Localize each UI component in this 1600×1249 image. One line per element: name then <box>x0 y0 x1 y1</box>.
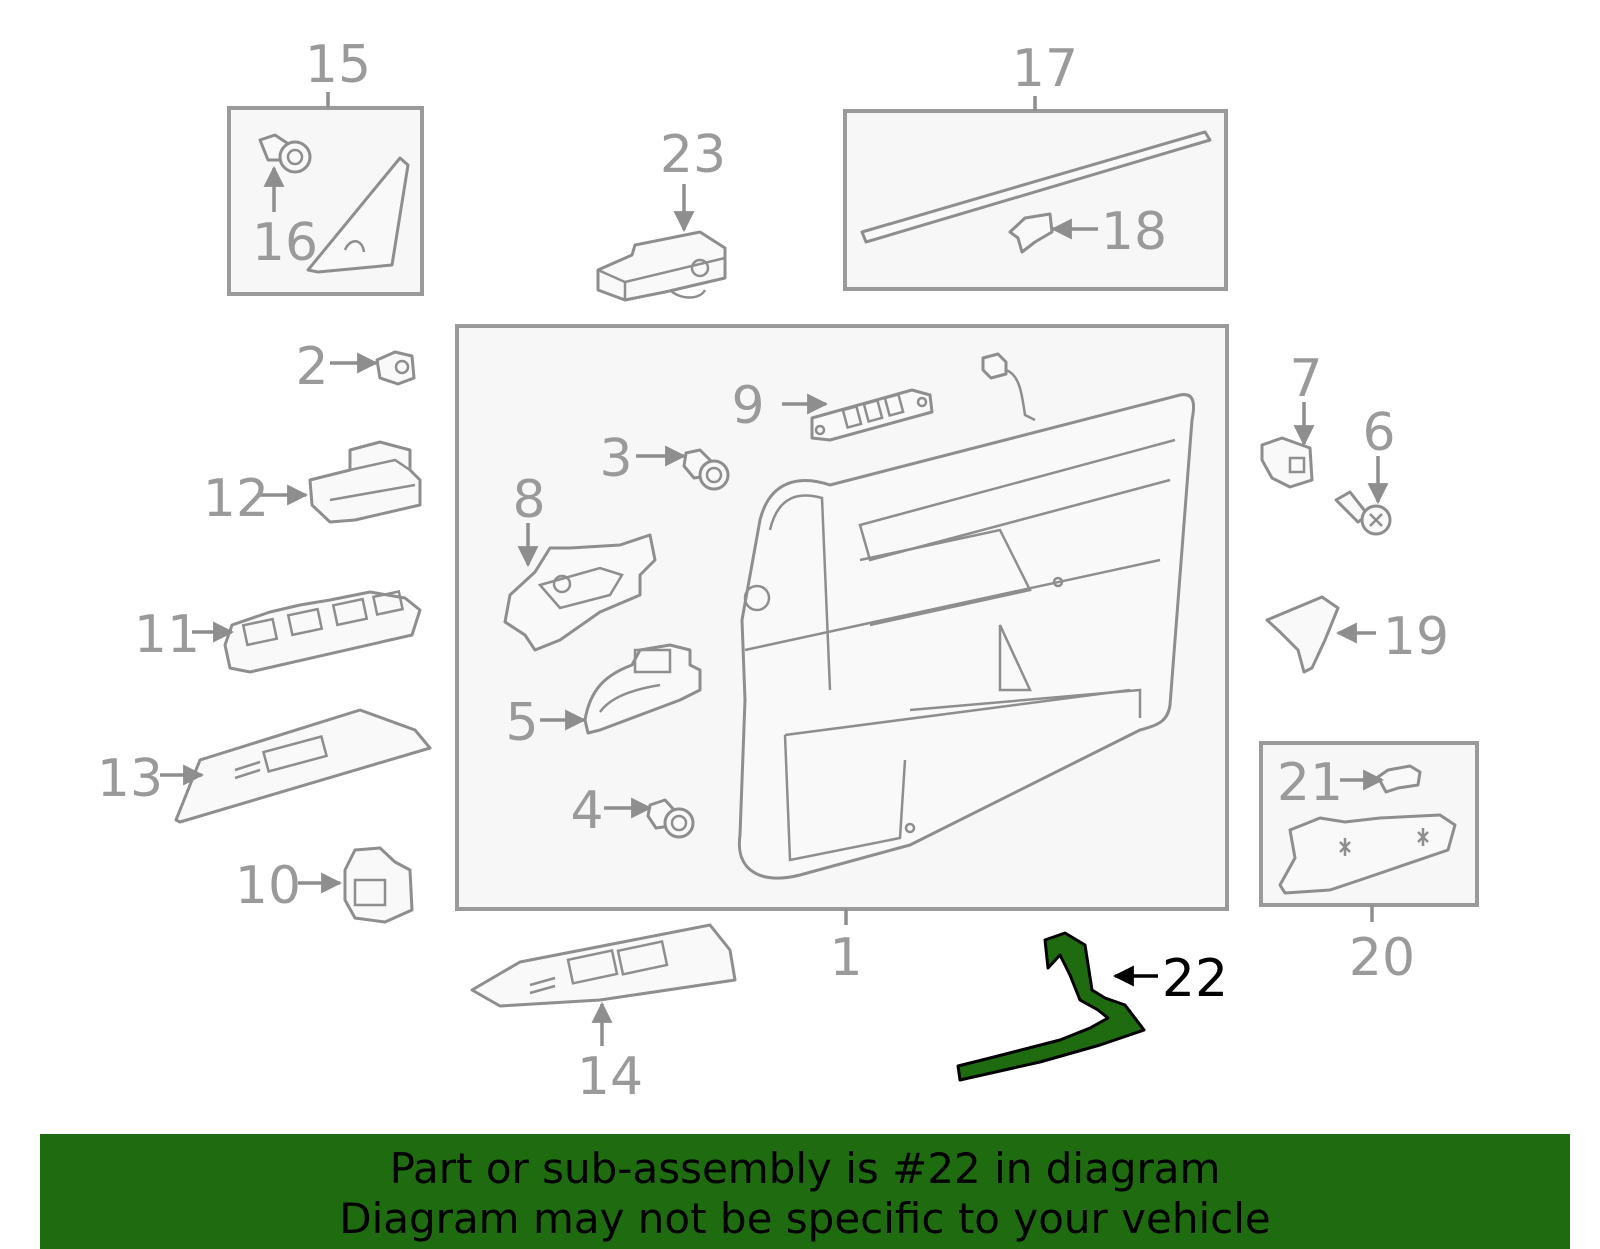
callout-15[interactable]: 15 <box>305 35 371 95</box>
callout-20[interactable]: 20 <box>1349 928 1415 988</box>
callout-8[interactable]: 8 <box>512 470 545 530</box>
callout-13[interactable]: 13 <box>97 749 163 809</box>
part-5-pull-handle <box>583 643 702 735</box>
callout-2[interactable]: 2 <box>295 337 328 397</box>
part-19-clip <box>1265 595 1340 674</box>
wire-connector <box>981 352 1036 422</box>
part-11-switch-assembly <box>223 590 422 674</box>
part-2-clip <box>375 350 416 386</box>
part-12-switch <box>308 440 422 524</box>
part-17-box <box>843 109 1228 291</box>
part-9-switch <box>810 388 934 442</box>
callout-14[interactable]: 14 <box>577 1047 643 1107</box>
part-20-courtesy-lamp <box>1278 813 1457 895</box>
callout-17[interactable]: 17 <box>1012 39 1078 99</box>
part-7-clip <box>1260 436 1314 489</box>
callout-1[interactable]: 1 <box>829 928 862 988</box>
part-4-clip <box>646 798 695 839</box>
callout-10[interactable]: 10 <box>235 856 301 916</box>
callout-3[interactable]: 3 <box>599 429 632 489</box>
callout-12[interactable]: 12 <box>203 469 269 529</box>
info-banner: Part or sub-assembly is #22 in diagram D… <box>40 1134 1570 1249</box>
callout-5[interactable]: 5 <box>505 693 538 753</box>
banner-line-2: Diagram may not be specific to your vehi… <box>339 1194 1271 1243</box>
callout-22[interactable]: 22 <box>1162 949 1228 1009</box>
callout-9[interactable]: 9 <box>731 376 764 436</box>
part-22-trim <box>956 931 1146 1082</box>
part-23-module <box>596 230 727 302</box>
callout-21[interactable]: 21 <box>1277 753 1343 813</box>
part-10-switch <box>343 846 414 924</box>
part-16-clip <box>258 133 312 174</box>
part-6-screw <box>1334 490 1392 536</box>
callout-6[interactable]: 6 <box>1362 403 1395 463</box>
part-18-clip <box>1008 212 1054 254</box>
callout-23[interactable]: 23 <box>660 125 726 185</box>
callout-19[interactable]: 19 <box>1383 607 1449 667</box>
part-21-bulb <box>1376 764 1422 794</box>
part-13-switch-bezel <box>174 708 432 824</box>
callout-16[interactable]: 16 <box>252 213 318 273</box>
part-3-clip <box>682 448 730 491</box>
door-trim-panel <box>737 393 1195 880</box>
part-17-weatherstrip <box>860 130 1212 244</box>
part-8-inner-handle <box>503 533 657 652</box>
callout-18[interactable]: 18 <box>1101 202 1167 262</box>
callout-11[interactable]: 11 <box>134 605 200 665</box>
callout-4[interactable]: 4 <box>570 781 603 841</box>
part-14-switch-bezel <box>470 923 737 1008</box>
part-15-mirror-cover <box>306 156 410 274</box>
banner-line-1: Part or sub-assembly is #22 in diagram <box>389 1144 1221 1193</box>
callout-7[interactable]: 7 <box>1289 349 1322 409</box>
